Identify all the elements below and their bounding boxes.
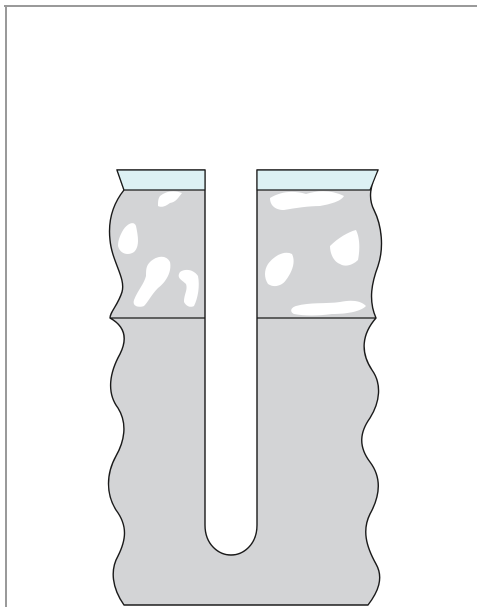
cap-strip-left [117, 170, 205, 190]
cap-strip-right [257, 170, 378, 190]
ground-body [109, 170, 382, 605]
